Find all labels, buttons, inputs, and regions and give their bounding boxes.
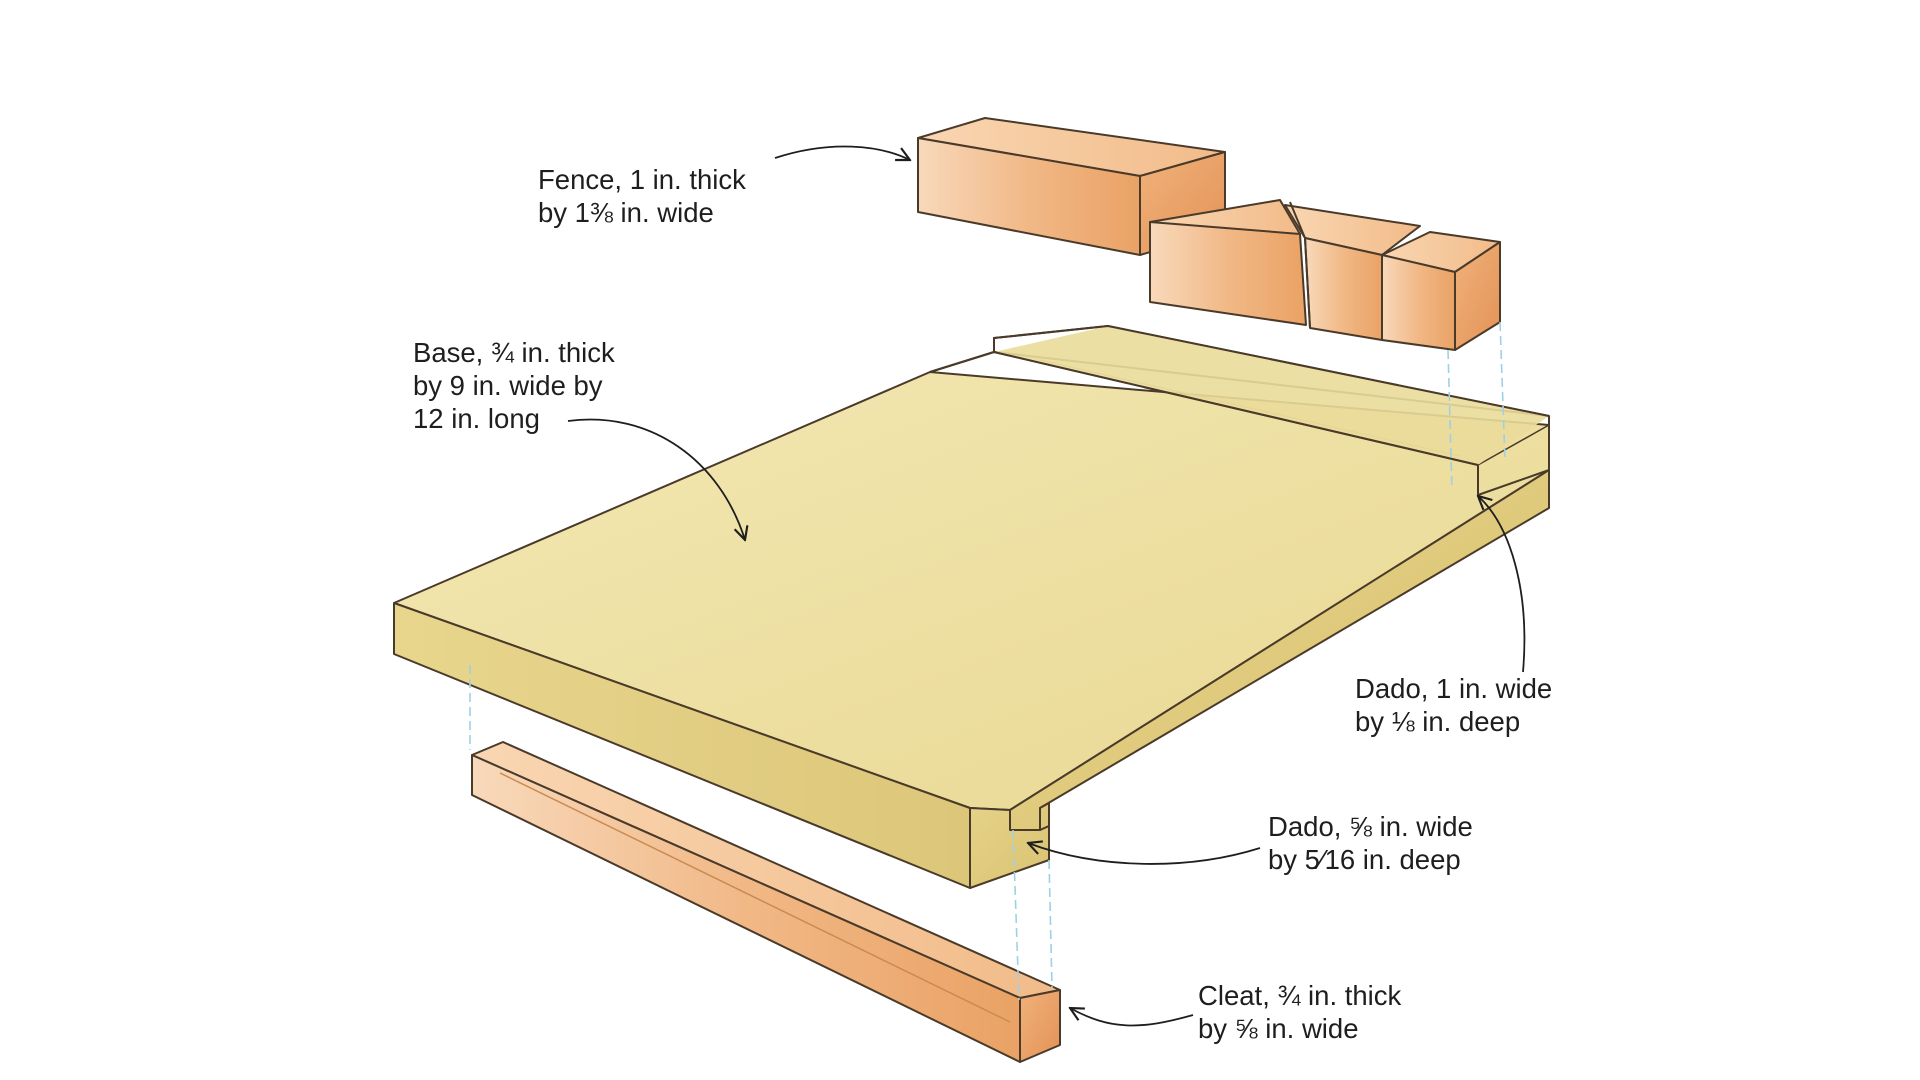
dado-cleat-arrow: [1028, 843, 1261, 865]
dado-cleat-label-line-2: by 5⁄16 in. deep: [1268, 844, 1461, 875]
dado-fence-arrow: [1478, 496, 1526, 673]
callout-arrows: [567, 145, 1526, 1027]
base-label-line-3: 12 in. long: [413, 403, 540, 434]
cleat: [471, 741, 1061, 1063]
alignment-guides: [469, 321, 1506, 1001]
dado-fence-label-line-1: Dado, 1 in. wide: [1355, 673, 1552, 704]
cleat-arrow: [1070, 1008, 1194, 1027]
fence-label: Fence, 1 in. thick by 1⅜ in. wide: [538, 164, 746, 228]
base-arrow: [567, 418, 745, 540]
cleat-end: [1019, 989, 1061, 1063]
dado-fence-label: Dado, 1 in. wide by ⅛ in. deep: [1355, 673, 1552, 737]
fence-right-pieces: [1149, 199, 1501, 351]
dado-fence-label-line-2: by ⅛ in. deep: [1355, 706, 1520, 737]
fence-label-line-1: Fence, 1 in. thick: [538, 164, 746, 195]
cleat-dado-notch: [969, 802, 1050, 889]
base-label: Base, ¾ in. thick by 9 in. wide by 12 in…: [413, 337, 615, 434]
fence-arrow: [774, 145, 910, 160]
dado-cleat-label: Dado, ⅝ in. wide by 5⁄16 in. deep: [1268, 811, 1473, 875]
fence-label-line-2: by 1⅜ in. wide: [538, 197, 714, 228]
cleat-label: Cleat, ¾ in. thick by ⅝ in. wide: [1198, 980, 1402, 1044]
base-board: [393, 371, 1550, 889]
base-label-line-2: by 9 in. wide by: [413, 370, 603, 401]
base-label-line-1: Base, ¾ in. thick: [413, 337, 615, 368]
dado-cleat-label-line-1: Dado, ⅝ in. wide: [1268, 811, 1473, 842]
cleat-label-line-2: by ⅝ in. wide: [1198, 1013, 1359, 1044]
fence-dado-floor: [994, 326, 1549, 465]
cleat-label-line-1: Cleat, ¾ in. thick: [1198, 980, 1402, 1011]
